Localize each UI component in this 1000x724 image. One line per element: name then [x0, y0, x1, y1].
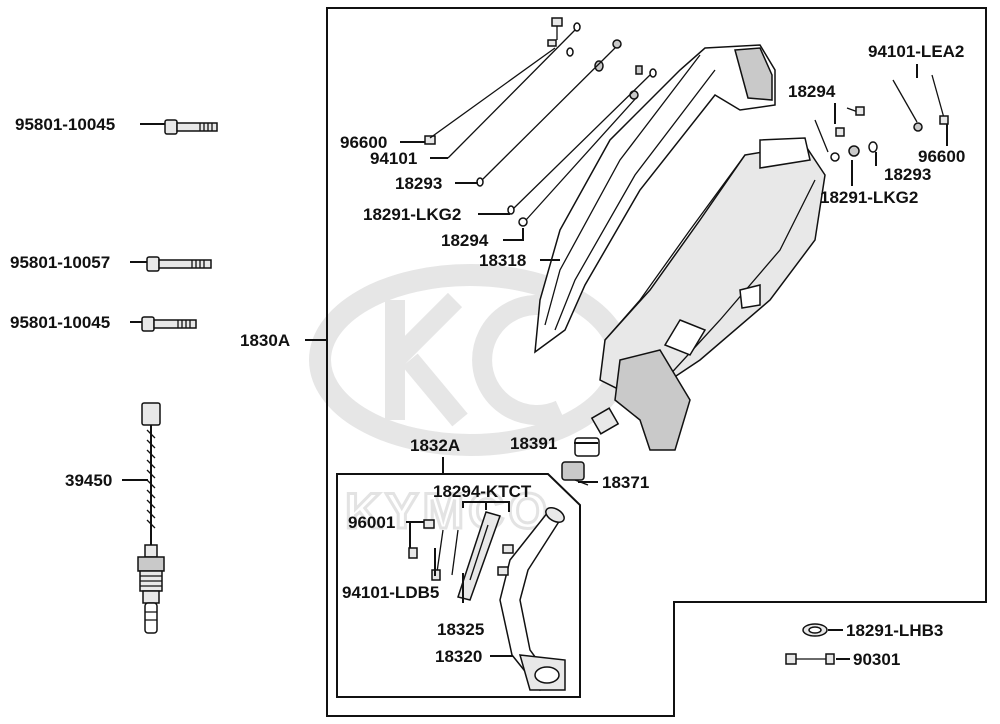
muffler-fasteners-icon [561, 407, 620, 486]
leader-lines [122, 29, 948, 660]
label-18293-right: 18293 [884, 165, 931, 184]
watermark-text: KYMCO [345, 483, 551, 539]
label-18294-left: 18294 [441, 231, 489, 250]
label-18294-right: 18294 [788, 82, 836, 101]
top-left-fasteners-icon [424, 17, 657, 227]
label-18371: 18371 [602, 473, 649, 492]
label-assembly-1830A: 1830A [240, 331, 290, 350]
label-90301: 90301 [853, 650, 900, 669]
label-sub-assembly-1832A: 1832A [410, 436, 460, 455]
oxygen-sensor-icon [137, 402, 165, 634]
label-bolt-95801-10057: 95801-10057 [10, 253, 110, 272]
label-18294-ktct: 18294-KTCT [433, 482, 532, 501]
top-right-fasteners-icon [814, 74, 949, 162]
label-bolt-95801-10045-bottom: 95801-10045 [10, 313, 110, 332]
sub-assembly-frame-1832A [336, 473, 581, 698]
assembly-frame-1830A [326, 7, 987, 717]
label-18318: 18318 [479, 251, 526, 270]
bolt-icon [141, 316, 197, 332]
label-96600-left: 96600 [340, 133, 387, 152]
label-bolt-95801-10045-top: 95801-10045 [15, 115, 115, 134]
exhaust-pipe-18320-icon [499, 507, 566, 692]
label-94101-left: 94101 [370, 149, 417, 168]
label-18291-lhb3: 18291-LHB3 [846, 621, 943, 640]
label-18293-left: 18293 [395, 174, 442, 193]
heat-guard-18325-icon [457, 511, 501, 601]
label-18391: 18391 [510, 434, 557, 453]
label-18320: 18320 [435, 647, 482, 666]
label-94101-lea2: 94101-LEA2 [868, 42, 964, 61]
label-18291-lkg2-right: 18291-LKG2 [820, 188, 918, 207]
screw-90301-icon [785, 653, 835, 665]
bolt-icon [164, 119, 218, 135]
label-sensor-39450: 39450 [65, 471, 112, 490]
bolt-icon [146, 256, 212, 272]
label-18325: 18325 [437, 620, 484, 639]
label-94101-ldb5: 94101-LDB5 [342, 583, 439, 602]
label-96600-right: 96600 [918, 147, 965, 166]
muffler-body-icon [599, 137, 826, 451]
label-18291-lkg2-left: 18291-LKG2 [363, 205, 461, 224]
label-96001: 96001 [348, 513, 395, 532]
